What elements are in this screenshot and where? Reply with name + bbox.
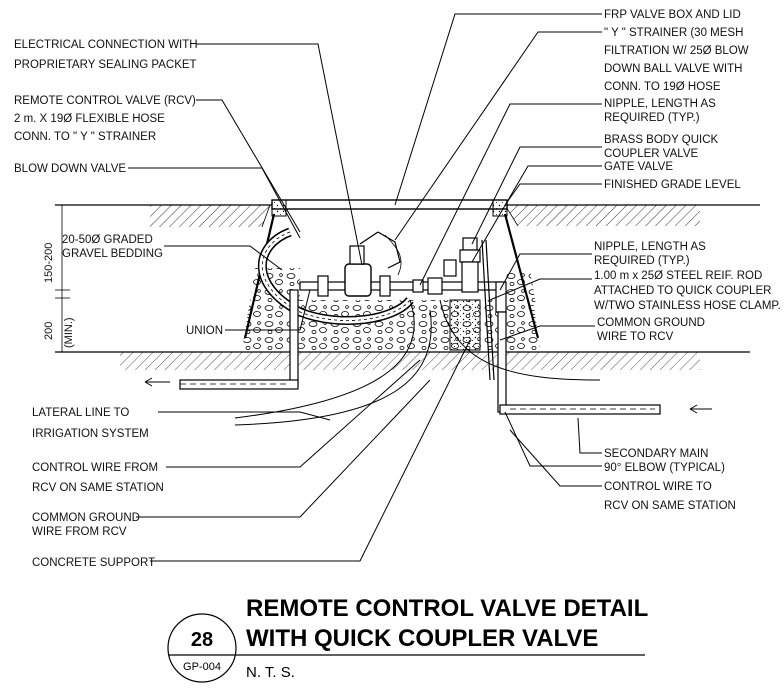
label-frp-valve-box: FRP VALVE BOX AND LID [604, 9, 741, 21]
label-y-strainer-3: DOWN BALL VALVE WITH [604, 63, 742, 75]
label-quick-coupler: BRASS BODY QUICK [604, 134, 719, 146]
lateral-line [144, 289, 299, 390]
label-steel-rod-2: ATTACHED TO QUICK COUPLER [594, 285, 771, 297]
concrete-support-block [449, 299, 481, 351]
rcv-assembly [299, 231, 501, 297]
title-block: 28 GP-004 REMOTE CONTROL VALVE DETAIL WI… [167, 595, 648, 683]
label-blow-down-valve: BLOW DOWN VALVE [14, 163, 126, 175]
control-wires [234, 299, 601, 426]
label-90-elbow: 90° ELBOW (TYPICAL) [604, 462, 725, 474]
label-nipple-lower-2: REQUIRED (TYP.) [594, 255, 690, 267]
labels-right: FRP VALVE BOX AND LID " Y " STRAINER (30… [594, 9, 781, 512]
label-gravel-bedding-2: GRAVEL BEDDING [62, 248, 163, 260]
dimension-marks: 150-200 200 (MIN.) [43, 204, 75, 353]
dimension-lower-note: (MIN.) [63, 317, 75, 348]
title-line-2: WITH QUICK COUPLER VALVE [246, 625, 598, 652]
label-y-strainer-2: FILTRATION W/ 25Ø BLOW [604, 45, 749, 57]
label-control-wire-from: CONTROL WIRE FROM [32, 462, 158, 474]
label-gate-valve: GATE VALVE [604, 161, 673, 173]
label-rcv: REMOTE CONTROL VALVE (RCV) [14, 95, 196, 107]
label-rcv-2: 2 m. X 19Ø FLEXIBLE HOSE [14, 113, 165, 125]
label-nipple-top: NIPPLE, LENGTH AS [604, 98, 716, 110]
label-control-wire-from-2: RCV ON SAME STATION [32, 482, 164, 494]
quick-coupler-assembly [443, 237, 507, 381]
dimension-lower: 200 [43, 322, 55, 340]
label-electrical-connection: ELECTRICAL CONNECTION WITH [14, 39, 198, 51]
label-finished-grade: FINISHED GRADE LEVEL [604, 179, 741, 191]
label-rcv-3: CONN. TO " Y " STRAINER [14, 131, 156, 143]
scale-note: N. T. S. [246, 664, 295, 681]
secondary-main [497, 311, 712, 415]
label-common-ground-from-2: WIRE FROM RCV [32, 526, 127, 538]
label-nipple-lower: NIPPLE, LENGTH AS [594, 241, 706, 253]
label-control-wire-to-2: RCV ON SAME STATION [604, 500, 736, 512]
label-steel-rod: 1.00 m x 25Ø STEEL REIF. ROD [594, 270, 762, 282]
soil-base [55, 351, 750, 370]
label-gravel-bedding: 20-50Ø GRADED [62, 234, 153, 246]
labels-left: ELECTRICAL CONNECTION WITH PROPRIETARY S… [14, 39, 223, 569]
label-lateral-line: LATERAL LINE TO [32, 407, 129, 419]
title-line-1: REMOTE CONTROL VALVE DETAIL [246, 595, 648, 622]
sheet-number: GP-004 [183, 661, 221, 673]
label-control-wire-to: CONTROL WIRE TO [604, 481, 712, 493]
label-union: UNION [186, 325, 223, 337]
label-common-ground-from: COMMON GROUND [32, 512, 140, 524]
leader-lines [128, 13, 602, 562]
label-common-ground-to-2: WIRE TO RCV [597, 331, 674, 343]
finished-grade [55, 204, 760, 228]
label-secondary-main: SECONDARY MAIN [604, 448, 708, 460]
label-lateral-line-2: IRRIGATION SYSTEM [32, 428, 149, 440]
detail-reference-bubble [167, 613, 237, 683]
dimension-upper: 150-200 [43, 243, 55, 283]
label-y-strainer: " Y " STRAINER (30 MESH [604, 27, 743, 39]
label-quick-coupler-2: COUPLER VALVE [604, 148, 698, 160]
detail-number: 28 [191, 629, 213, 651]
label-nipple-top-2: REQUIRED (TYP.) [604, 112, 700, 124]
label-steel-rod-3: W/TWO STAINLESS HOSE CLAMP. [594, 300, 781, 312]
label-common-ground-to: COMMON GROUND [597, 317, 705, 329]
flexible-hose [257, 227, 414, 325]
label-electrical-connection-2: PROPRIETARY SEALING PACKET [14, 59, 197, 71]
label-concrete-support: CONCRETE SUPPORT [32, 557, 155, 569]
label-y-strainer-4: CONN. TO 19Ø HOSE [604, 81, 721, 93]
